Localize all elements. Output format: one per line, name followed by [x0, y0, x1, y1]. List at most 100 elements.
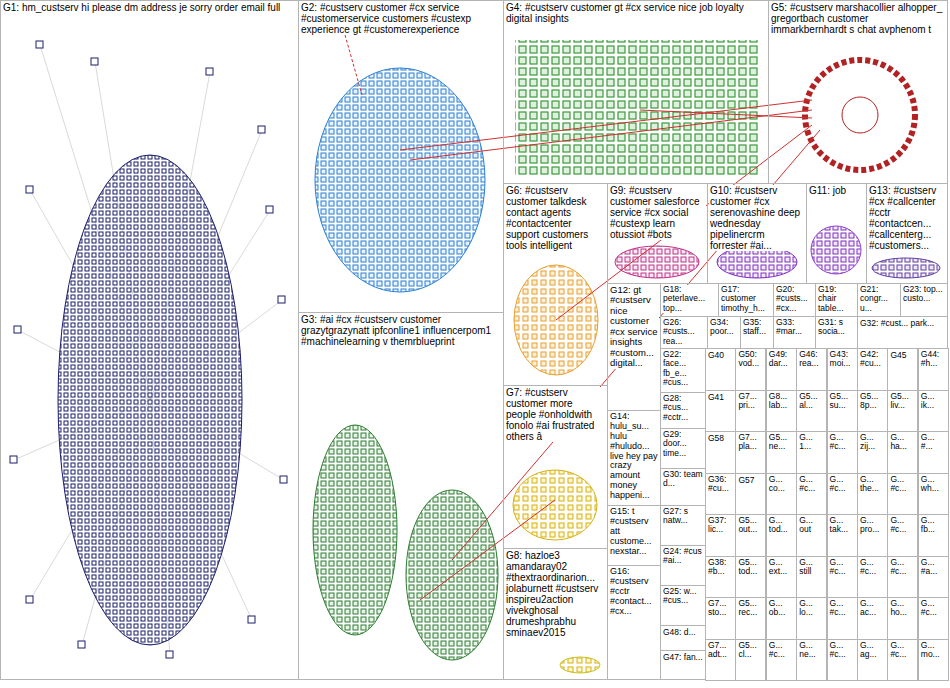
group-box: G47: fan...: [660, 650, 706, 680]
group-label: G50: vod...: [737, 350, 764, 369]
g13-cluster: [872, 258, 940, 278]
group-box: G14: hulu_su... hulu #huludo... live hey…: [607, 410, 661, 506]
group-box: G33: #mar...: [773, 316, 816, 349]
group-box: G32: #cust... park...: [857, 316, 948, 349]
group-box: G57: [735, 473, 766, 516]
group-label: G... #a...: [920, 558, 947, 577]
group-box: G40: [705, 348, 736, 391]
g3-cluster-a: [313, 425, 397, 635]
group-box: G41: [705, 390, 736, 433]
group-box: G5... su...: [827, 390, 858, 433]
group-label: G5: #custserv marshacollier alhopper_ gr…: [770, 2, 946, 35]
group-box: G5... rec...: [735, 597, 766, 640]
group-box: G5... 8p...: [857, 390, 888, 433]
group-box: G7... sto...: [705, 597, 736, 640]
group-label: G5... liv...: [889, 392, 916, 411]
group-label: G7... adt...: [707, 641, 734, 660]
g4-grid: [515, 40, 760, 175]
group-label: G7... pla...: [737, 433, 764, 452]
group-label: G49: dar...: [768, 350, 795, 369]
group-label: G... mo...: [920, 641, 947, 660]
group-box: G44: #h...: [918, 348, 949, 391]
group-label: G36: #cu...: [707, 475, 734, 494]
group-box: G7... pla...: [735, 431, 766, 474]
group-box: G... #c...: [887, 639, 918, 682]
group-label: G1: hm_custserv hi please dm address je …: [2, 2, 281, 13]
group-box: G... #c...: [887, 473, 918, 516]
group-box: G28: #cus... #cctr...: [660, 392, 706, 429]
group-label: G21: congr... u...: [859, 285, 899, 313]
group-box: G... #c...: [766, 639, 797, 682]
group-label: G... ik...: [920, 392, 947, 411]
group-label: G... out: [798, 516, 825, 535]
group-label: G... ac...: [859, 599, 886, 618]
g7-cluster: [513, 470, 597, 540]
group-label: G17: customer timothy_h...: [720, 285, 772, 313]
group-label: G... 1...: [798, 433, 825, 452]
group-label: G... #c...: [829, 475, 856, 494]
group-label: G... ne...: [798, 641, 825, 660]
group-label: G... #c...: [859, 558, 886, 577]
group-box: G16: #custserv #cctr #contact... #cx...: [607, 565, 661, 680]
group-box: G... #c...: [887, 514, 918, 557]
group-box: G8... lab...: [766, 390, 797, 433]
g1-edges: [14, 45, 284, 655]
group-box: G4: #custserv customer gt #cx service ni…: [503, 0, 769, 184]
group-label: G41: [707, 393, 725, 402]
g1-cluster: [58, 155, 242, 645]
group-label: G5... al...: [798, 392, 825, 411]
group-box: G... #c...: [857, 556, 888, 599]
group-label: G8... lab...: [768, 392, 795, 411]
group-box: G12: gt #custserv nice customer #cx serv…: [607, 283, 661, 411]
group-label: G26: #custs... rea...: [662, 318, 706, 346]
group-box: G... #c...: [827, 639, 858, 682]
group-label: G5... su...: [829, 392, 856, 411]
group-label: G5... cl...: [737, 641, 764, 660]
group-box: G8: hazloe3 amandaray02 #thextraordinari…: [503, 548, 608, 680]
group-box: G1: hm_custserv hi please dm address je …: [0, 0, 299, 680]
group-box: G5: #custserv marshacollier alhopper_ gr…: [768, 0, 948, 184]
group-box: G9: #custserv customer salesforce servic…: [607, 183, 708, 284]
group-label: G6: #custserv customer talkdesk contact …: [505, 185, 606, 251]
g5-center: [842, 97, 878, 133]
group-label: G3: #ai #cx #custserv customer grazytgra…: [300, 314, 502, 347]
group-box: G5... out...: [735, 514, 766, 557]
group-label: G23: top... custo...: [902, 285, 946, 304]
group-label: G11: job: [808, 185, 847, 196]
group-box: G6: #custserv customer talkdesk contact …: [503, 183, 608, 386]
group-box: G31: s socia...: [815, 316, 858, 349]
group-label: G... tod...: [768, 516, 795, 535]
group-label: G34: poor...: [709, 318, 739, 337]
group-label: G7... pri...: [737, 392, 764, 411]
group-label: G... #c...: [768, 641, 795, 660]
group-box: G... tod...: [766, 514, 797, 557]
group-box: G38: #b...: [705, 556, 736, 599]
group-label: G47: fan...: [662, 653, 704, 662]
group-box: G... #c...: [827, 556, 858, 599]
group-label: G... #c...: [889, 475, 916, 494]
group-box: G... lo...: [796, 597, 827, 640]
group-label: G13: #custserv #cx #callcenter #cctr #co…: [868, 185, 946, 251]
group-box: G... #...: [918, 431, 949, 474]
group-box: G15: t #custserv att custome... nexstar.…: [607, 505, 661, 566]
group-box: G2: #custserv customer #cx service #cust…: [298, 0, 504, 313]
group-box: G... fb...: [918, 514, 949, 557]
group-box: G... ik...: [918, 390, 949, 433]
group-box: G7... pri...: [735, 390, 766, 433]
group-label: G25: w... #cus...: [662, 587, 704, 606]
group-label: G24: #cus #ai...: [662, 547, 704, 566]
group-label: G... #c...: [829, 558, 856, 577]
group-box: G5... tod...: [735, 556, 766, 599]
group-label: G48: d...: [662, 628, 697, 637]
g1-outer-vertices: [10, 41, 287, 658]
group-label: G5... 8p...: [859, 392, 886, 411]
group-label: G5... rec...: [737, 599, 764, 618]
group-label: G9: #custserv customer salesforce servic…: [609, 185, 706, 240]
group-box: G48: d...: [660, 625, 706, 651]
group-label: G58: [707, 434, 725, 443]
group-label: G... ho...: [889, 599, 916, 618]
group-box: G10: #custserv customer #cx serenovashin…: [707, 183, 807, 284]
group-box: G... mo...: [918, 639, 949, 682]
group-box: G... ob...: [766, 597, 797, 640]
group-box: G50: vod...: [735, 348, 766, 391]
